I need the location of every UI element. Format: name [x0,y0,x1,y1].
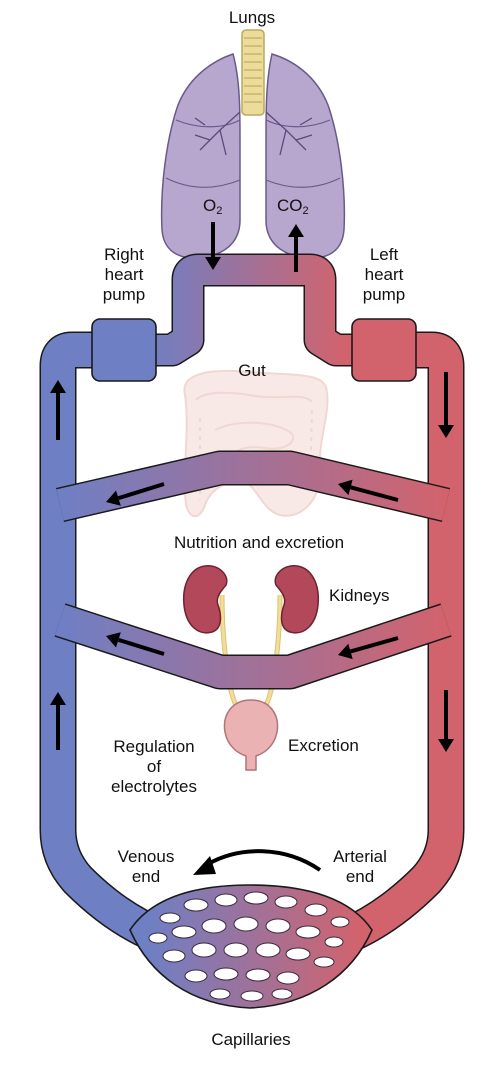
right-heart-pump [91,318,157,382]
kidneys-label: Kidneys [329,586,390,605]
left-up-arrow-lower [50,692,66,750]
capillary-gap [209,988,231,1000]
capillary-gap [295,925,321,939]
capillary-gap [213,967,239,981]
capillary-gap [184,969,208,983]
lungs-illustration [160,29,346,259]
capillary-gap [162,949,186,963]
right-lung [160,53,241,259]
capillary-flow-arrow [193,849,322,875]
vessels-layer [39,222,465,1009]
nutrition-and-excretion-label: Nutrition and excretion [173,533,345,552]
o2-down-arrow [205,222,221,270]
capillary-gap [171,925,197,939]
capillary-gap [243,891,269,905]
left-lung [265,53,346,259]
arterial-end-label: Arterial end [333,847,387,886]
right-down-arrow-lower [438,690,454,752]
pulmonary-vessel [140,255,366,365]
bladder [223,699,279,771]
right-heart-pump-label: Right heart pump [102,245,146,304]
capillary-gap [304,903,328,917]
left-heart-pump [351,318,417,382]
capillary-gap [265,918,291,934]
arterial-vessel [339,333,463,952]
capillaries-label: Capillaries [211,1030,291,1049]
gut-left-arrow-left [106,482,165,506]
capillary-gap [191,942,217,958]
capillary-gap [330,916,350,928]
kidney-left-arrow-left [106,632,165,656]
capillary-gap [240,990,264,1002]
o2-label: O2 [203,196,223,217]
gut-branch-vessel [56,452,450,521]
capillary-gap [324,936,344,948]
right-kidney [182,565,228,634]
venous-end-label: Venous end [117,847,175,886]
lungs-label: Lungs [228,8,276,27]
right-down-arrow-upper [438,372,454,438]
capillary-gap [271,988,293,1000]
venous-vessel [41,333,167,952]
capillary-gap [183,898,209,912]
capillary-gap [313,956,335,968]
kidneys-illustration [182,565,320,771]
capillary-gap [159,912,181,924]
left-kidney [274,565,320,634]
capillary-gap [201,918,227,934]
capillary-gap [148,932,168,944]
capillary-gap [223,942,249,958]
capillary-gap [233,916,259,932]
co2-label: CO2 [277,196,309,217]
regulation-of-electrolytes-label: Regulation of electrolytes [111,737,197,796]
excretion-label: Excretion [288,736,359,755]
gut-left-arrow-right [338,479,399,502]
capillary-gap [285,947,311,961]
capillary-gap [245,968,271,982]
kidney-branch-vessel [55,604,452,688]
left-up-arrow-upper [50,380,66,440]
co2-up-arrow [288,224,304,272]
capillary-gap [214,893,238,907]
gut-label: Gut [238,361,266,380]
capillary-gap [274,895,298,909]
capillary-gap [276,971,300,985]
kidney-left-arrow-right [338,636,399,660]
capillary-gap [255,942,281,958]
gut-illustration [183,369,329,518]
left-heart-pump-label: Left heart pump [362,245,406,304]
